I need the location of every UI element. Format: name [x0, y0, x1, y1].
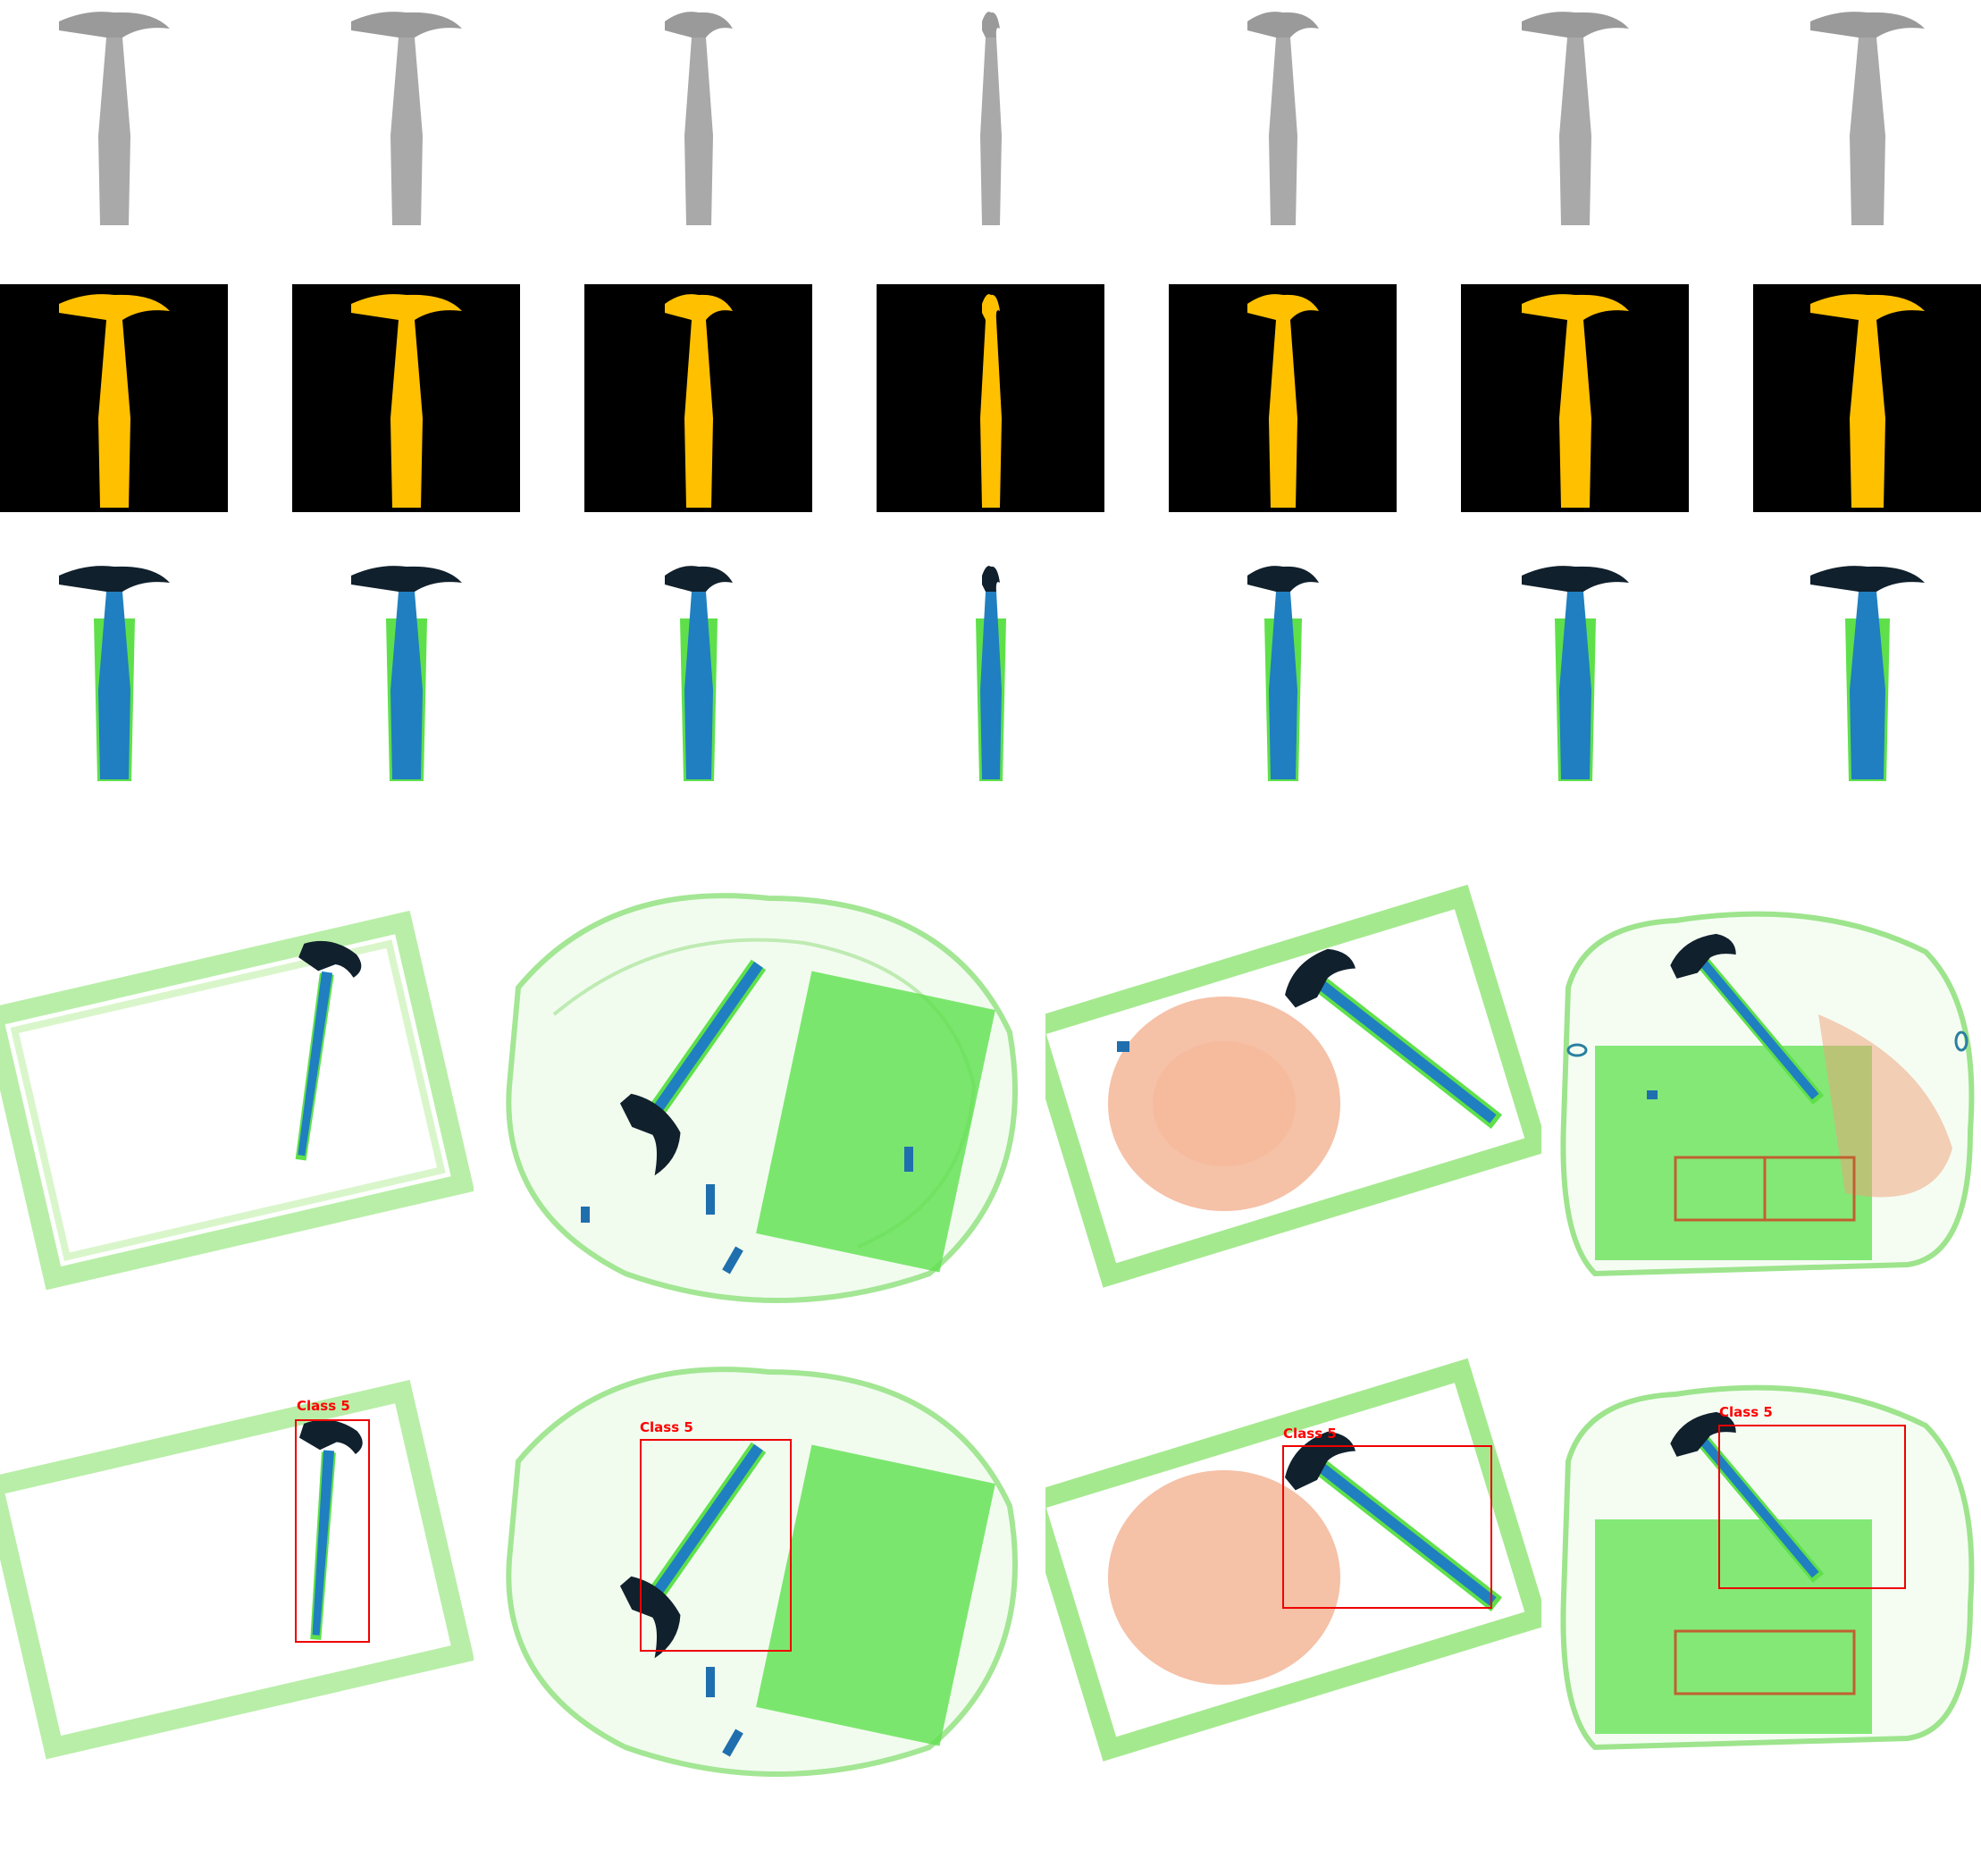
hammer-xray [295, 940, 362, 1161]
mask-view-6 [1461, 284, 1689, 512]
xray-view-3 [584, 556, 812, 784]
xray-view-1 [0, 556, 228, 784]
render-view-1 [0, 2, 228, 230]
hammer-xray [1670, 933, 1825, 1106]
detection-scan-tray-1 [0, 1354, 474, 1774]
mask-view-4 [877, 284, 1104, 512]
detection-label: Class 5 [1283, 1426, 1337, 1442]
mask-view-1 [0, 284, 228, 512]
detection-scan-bag-2 [483, 1336, 1037, 1801]
hammer-xray [619, 959, 767, 1176]
mask-view-5 [1169, 284, 1397, 512]
detection-label: Class 5 [297, 1398, 350, 1414]
detection-box [640, 1439, 792, 1652]
xray-view-7 [1753, 556, 1981, 784]
render-view-5 [1169, 2, 1397, 230]
detection-label: Class 5 [640, 1419, 693, 1435]
xray-view-5 [1169, 556, 1397, 784]
render-view-4 [877, 2, 1104, 230]
mask-view-2 [292, 284, 520, 512]
xray-scan-tray-1 [0, 885, 474, 1305]
xray-scan-tray-3 [1045, 876, 1541, 1305]
render-view-3 [584, 2, 812, 230]
xray-view-2 [292, 556, 520, 784]
mask-view-3 [584, 284, 812, 512]
detection-box [1282, 1445, 1492, 1609]
hammer-xray [1285, 948, 1503, 1129]
detection-scan-tray-3 [1045, 1350, 1541, 1779]
mask-view-7 [1753, 284, 1981, 512]
render-view-7 [1753, 2, 1981, 230]
xray-scan-bag-4 [1550, 898, 1981, 1305]
render-view-2 [292, 2, 520, 230]
xray-view-6 [1461, 556, 1689, 784]
detection-label: Class 5 [1719, 1404, 1773, 1420]
detection-scan-bag-4 [1550, 1372, 1981, 1779]
detection-box [1718, 1425, 1906, 1589]
xray-view-4 [877, 556, 1104, 784]
detection-box [295, 1419, 370, 1643]
render-view-6 [1461, 2, 1689, 230]
xray-scan-bag-2 [483, 862, 1037, 1327]
